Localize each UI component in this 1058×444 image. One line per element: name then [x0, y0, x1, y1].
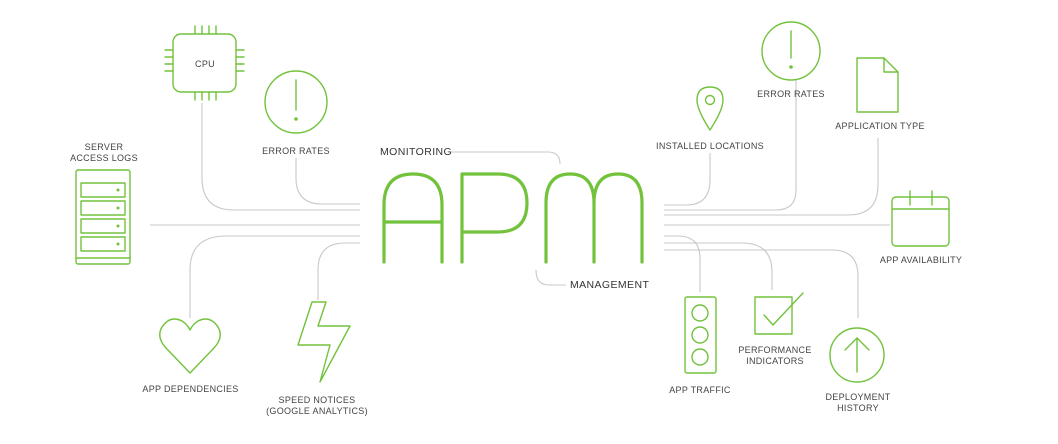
server-access-logs-line2: ACCESS LOGS: [70, 153, 138, 163]
server-access-logs-line1: SERVER: [84, 142, 124, 152]
arrow-up-circle-icon: [829, 327, 885, 383]
error-rates-right-label: ERROR RATES: [757, 89, 825, 99]
management-label: MANAGEMENT: [570, 279, 650, 291]
speed-notices-line2: (GOOGLE ANALYTICS): [266, 406, 368, 416]
alert-circle-icon-right: [761, 21, 821, 81]
performance-indicators-line2: INDICATORS: [746, 356, 804, 366]
error-rates-left-label: ERROR RATES: [262, 146, 330, 156]
deployment-history-line1: DEPLOYMENT: [825, 392, 891, 402]
speed-notices-label: SPEED NOTICES (GOOGLE ANALYTICS): [256, 395, 378, 417]
calendar-icon: [891, 190, 950, 247]
performance-indicators-line1: PERFORMANCE: [738, 345, 812, 355]
app-dependencies-label: APP DEPENDENCIES: [142, 384, 239, 394]
traffic-light-icon: [684, 296, 717, 374]
app-traffic-label: APP TRAFFIC: [669, 385, 731, 395]
apm-letter-m: [544, 172, 644, 264]
document-icon: [856, 57, 899, 113]
cpu-chip-icon: [164, 25, 245, 101]
deployment-history-line2: HISTORY: [837, 403, 879, 413]
performance-indicators-label: PERFORMANCE INDICATORS: [729, 345, 821, 367]
connectors-left: [150, 103, 360, 318]
deployment-history-label: DEPLOYMENT HISTORY: [818, 392, 898, 414]
apm-letter-p: [460, 172, 529, 264]
lightning-bolt-icon: [297, 301, 351, 383]
apm-wordmark: [382, 172, 644, 264]
app-availability-label: APP AVAILABILITY: [879, 255, 963, 265]
cpu-label: CPU: [195, 59, 215, 69]
installed-locations-label: INSTALLED LOCATIONS: [656, 141, 764, 151]
heart-icon: [159, 318, 221, 374]
monitoring-label: MONITORING: [380, 146, 453, 158]
apm-letter-a: [382, 172, 444, 264]
application-type-label: APPLICATION TYPE: [835, 121, 925, 131]
speed-notices-line1: SPEED NOTICES: [278, 395, 356, 405]
map-pin-icon: [696, 86, 724, 131]
checkbox-icon: [754, 292, 804, 335]
server-rack-icon: [75, 169, 131, 265]
connectors-right: [450, 80, 890, 318]
alert-circle-icon: [264, 70, 328, 134]
server-access-logs-label: SERVER ACCESS LOGS: [54, 142, 154, 164]
